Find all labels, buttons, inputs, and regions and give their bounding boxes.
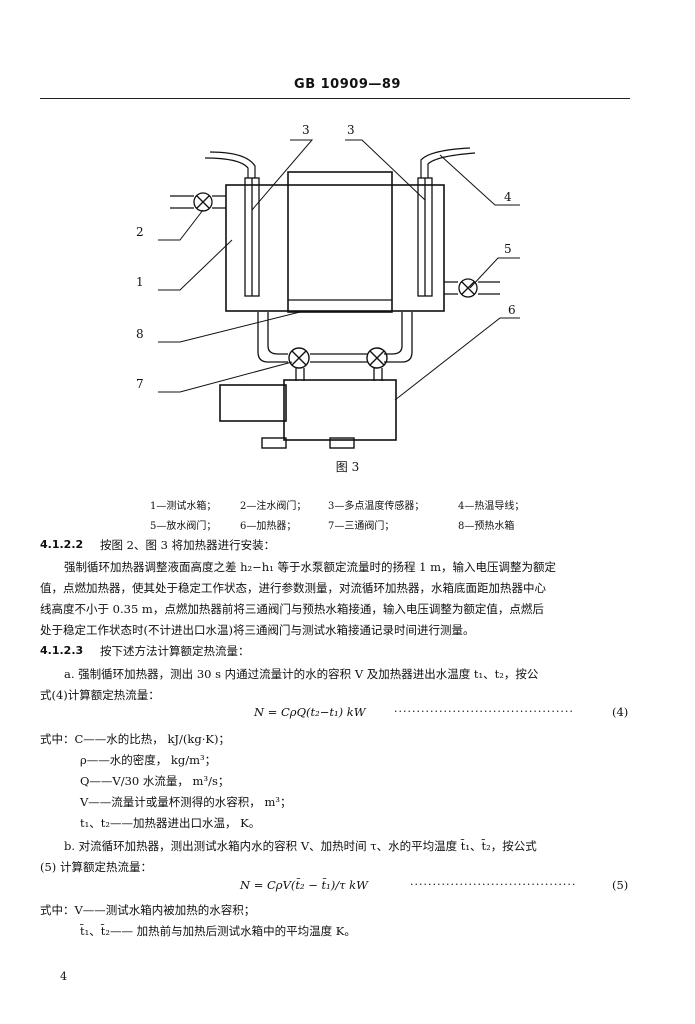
where-line: 式中：V——测试水箱内被加热的水容积； (40, 903, 256, 917)
callout-4: 4 (504, 190, 512, 204)
legend-4: 4—热温导线； (458, 501, 525, 512)
figure-3-diagram: 3 3 4 5 6 2 1 8 7 (136, 123, 520, 449)
inlet-outlet-valves (170, 192, 500, 298)
heater-body (219, 379, 397, 449)
where-line: t̄₁、t̄₂—— 加热前与加热后测试水箱中的平均温度 K。 (80, 924, 356, 938)
callout-5: 5 (504, 242, 512, 256)
paragraph-line: 线高度不小于 0.35 m，点燃加热器前将三通阀门与预热水箱接通，输入电压调整为… (40, 602, 544, 616)
where-line: V——流量计或量杯测得的水容积， m³； (80, 795, 292, 809)
callout-3b: 3 (347, 123, 355, 137)
callout-numbers: 3 3 4 5 6 2 1 8 7 (136, 123, 516, 391)
legend-2: 2—注水阀门； (240, 501, 307, 512)
item-a-line: a. 强制循环加热器，测出 30 s 内通过流量计的水的容积 V 及加热器进出水… (64, 667, 539, 681)
callout-2: 2 (136, 225, 144, 239)
paragraph-line: 强制循环加热器调整液面高度之差 h₂−h₁ 等于水泵额定流量时的扬程 1 m，输… (64, 560, 557, 574)
figure-caption: 图 3 (335, 460, 360, 474)
legend-5: 5—放水阀门； (150, 521, 217, 532)
tanks (225, 171, 445, 313)
equation-leader-dots: ····································· (410, 878, 577, 891)
paragraph-line: 值，点燃加热器，使其处于稳定工作状态，进行参数测量，对流循环加热器，水箱底面距加… (40, 581, 546, 595)
section-number-4122: 4.1.2.2 (40, 538, 84, 551)
temperature-sensors (244, 177, 433, 297)
equation-leader-dots: ········································ (394, 705, 574, 718)
pipes (257, 312, 413, 381)
section-number-4123: 4.1.2.3 (40, 644, 84, 657)
standard-header: GB 10909—89 (294, 77, 401, 92)
callout-1: 1 (136, 275, 144, 289)
where-line: t₁、t₂——加热器进出口水温， K。 (80, 816, 261, 830)
leader-lines (158, 139, 520, 401)
page-number: 4 (60, 970, 67, 983)
legend-1: 1—测试水箱； (150, 501, 217, 512)
section-title-4123: 按下述方法计算额定热流量： (100, 644, 250, 658)
equation-4: N = CρQ(t₂−t₁) kW (254, 705, 366, 719)
where-line: ρ——水的密度， kg/m³； (80, 753, 217, 767)
sensor-wires (204, 147, 476, 178)
item-b-line: (5) 计算额定热流量： (40, 860, 152, 874)
legend-8: 8—预热水箱 (458, 521, 515, 532)
equation-number-4: (4) (612, 705, 629, 719)
legend-7: 7—三通阀门； (328, 521, 395, 532)
legend-3: 3—多点温度传感器； (328, 501, 425, 512)
equation-5: N = CρV(t̄₂ − t̄₁)/τ kW (240, 878, 368, 892)
callout-6: 6 (508, 303, 516, 317)
where-line: Q——V/30 水流量， m³/s； (80, 774, 230, 788)
callout-8: 8 (136, 327, 144, 341)
callout-3a: 3 (302, 123, 310, 137)
three-way-valves (288, 347, 388, 369)
legend-6: 6—加热器； (240, 521, 297, 532)
item-b-line: b. 对流循环加热器，测出测试水箱内水的容积 V、加热时间 τ、水的平均温度 t… (64, 839, 537, 853)
callout-7: 7 (136, 377, 144, 391)
equation-number-5: (5) (612, 878, 629, 892)
header-rule (40, 98, 630, 99)
section-title-4122: 按图 2、图 3 将加热器进行安装： (100, 538, 276, 552)
item-a-line: 式(4)计算额定热流量： (40, 688, 160, 702)
paragraph-line: 处于稳定工作状态时(不计进出口水温)将三通阀门与测试水箱接通记录时间进行测量。 (40, 623, 475, 637)
where-line: 式中：C——水的比热， kJ/(kg·K)； (40, 732, 230, 746)
